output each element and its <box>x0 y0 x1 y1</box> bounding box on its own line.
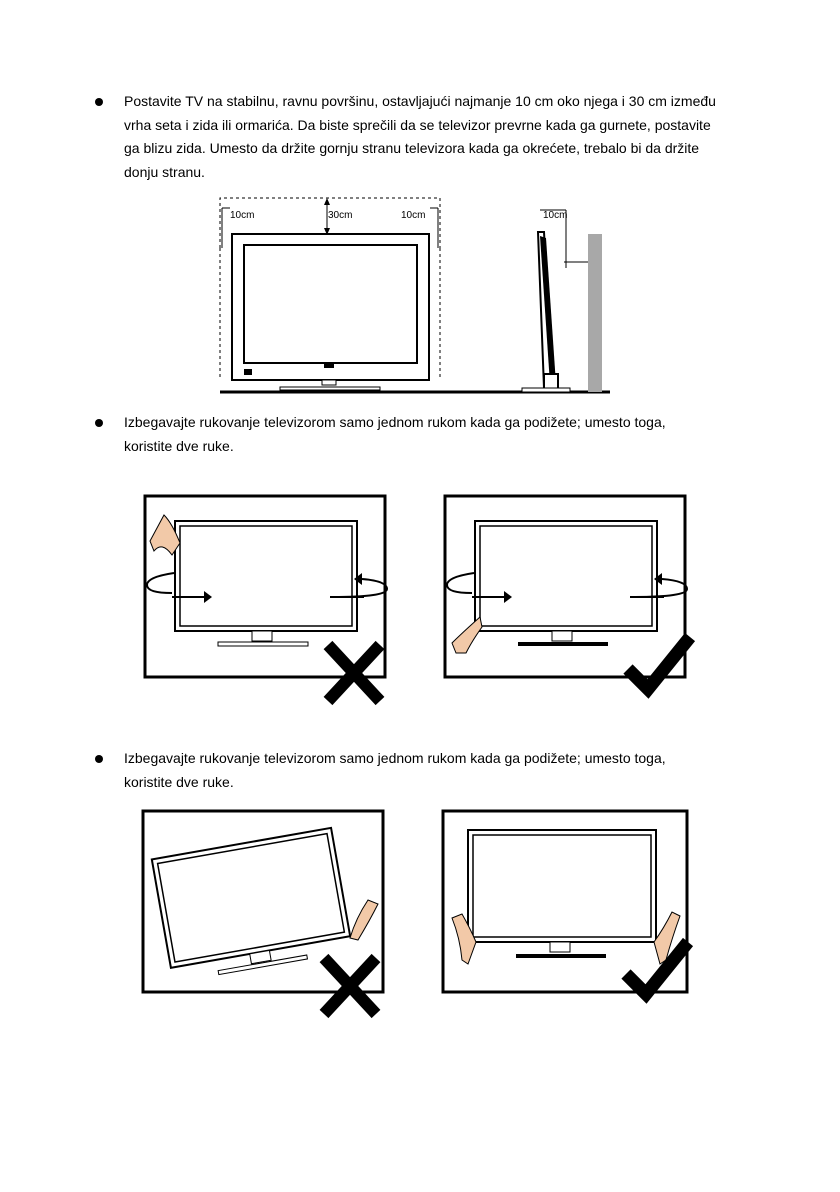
text-line: Postavite TV na stabilnu, ravnu površinu… <box>124 93 716 109</box>
paragraph-placement: Postavite TV na stabilnu, ravnu površinu… <box>124 90 716 184</box>
text-line: Izbegavajte rukovanje televizorom samo j… <box>124 414 666 430</box>
cross-icon <box>323 640 385 706</box>
bullet-1 <box>95 98 103 106</box>
rotate-right-figure <box>443 494 696 699</box>
text-line: Izbegavajte rukovanje televizorom samo j… <box>124 750 666 766</box>
rotate-wrong-figure <box>143 494 389 706</box>
text-line: ga blizu zida. Umesto da držite gornju s… <box>124 140 700 156</box>
label-30cm-top: 30cm <box>328 210 352 221</box>
label-10cm-right: 10cm <box>401 210 425 221</box>
paragraph-lift: Izbegavajte rukovanje televizorom samo j… <box>124 747 666 794</box>
cross-icon <box>319 953 381 1019</box>
paragraph-rotate: Izbegavajte rukovanje televizorom samo j… <box>124 411 666 458</box>
label-10cm-left: 10cm <box>230 210 254 221</box>
lift-right-figure <box>441 809 694 1004</box>
text-line: koristite dve ruke. <box>124 773 234 790</box>
text-line: donju stranu. <box>124 163 205 180</box>
text-line: vrha seta i zida ili ormarića. Da biste … <box>124 116 711 133</box>
bullet-2 <box>95 419 103 427</box>
text-line: koristite dve ruke. <box>124 437 234 454</box>
lift-wrong-figure <box>141 809 385 1019</box>
bullet-3 <box>95 755 103 763</box>
clearance-diagram: 10cm 30cm 10cm 10cm <box>219 197 610 394</box>
check-icon <box>623 632 696 699</box>
label-10cm-side: 10cm <box>543 210 567 221</box>
check-icon <box>621 937 694 1004</box>
